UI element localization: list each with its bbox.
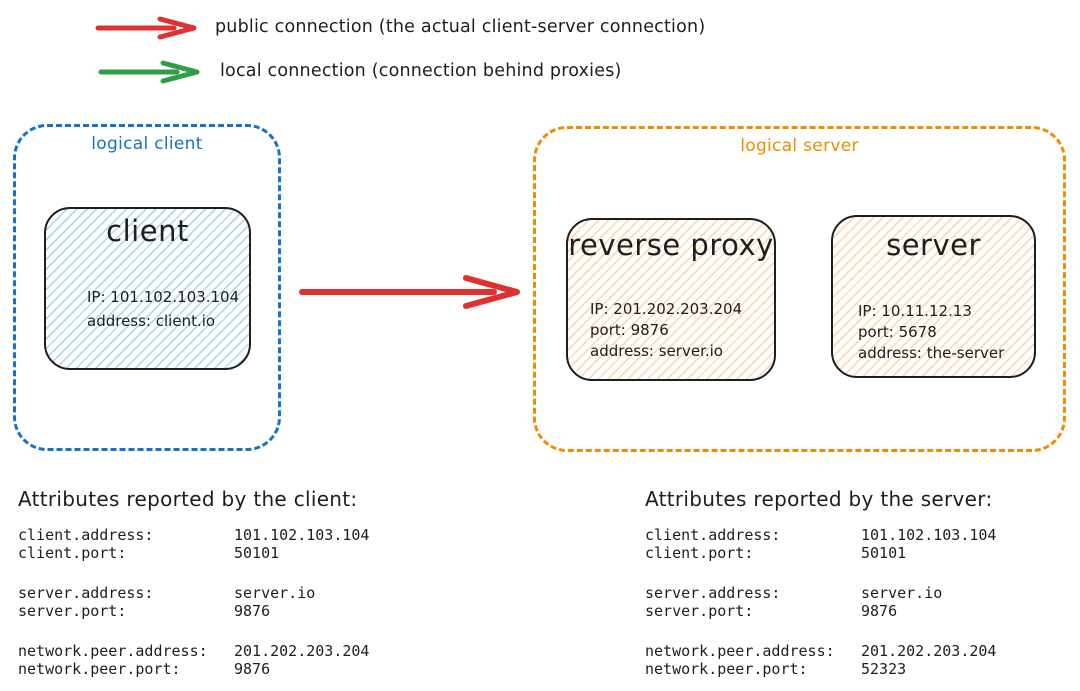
logical-server-label: logical server (740, 136, 859, 156)
client-node-address: address: client.io (87, 312, 216, 330)
client-node-ip: IP: 101.102.103.104 (87, 288, 240, 306)
attribute-value: 201.202.203.204 (861, 642, 997, 660)
client-attributes-group: client.address: 101.102.103.104 client.p… (18, 526, 369, 562)
attribute-key: server.address: (645, 584, 781, 602)
attribute-row: client.address: 101.102.103.104 (645, 526, 996, 544)
attribute-row: server.address: server.io (645, 584, 996, 602)
client-attributes-section: Attributes reported by the client: clien… (18, 486, 369, 691)
attribute-value: 50101 (234, 544, 280, 562)
attribute-row: network.peer.address: 201.202.203.204 (18, 642, 369, 660)
legend-local-connection-label: local connection (connection behind prox… (220, 61, 622, 81)
server-attributes-group: network.peer.address: 201.202.203.204 ne… (645, 642, 996, 678)
client-node: client IP: 101.102.103.104 address: clie… (44, 207, 251, 370)
reverse-proxy-node-title: reverse proxy (568, 228, 774, 262)
logical-client-group: logical client client IP: 101.102.103.10… (13, 124, 281, 451)
server-node-port: port: 5678 (858, 323, 937, 341)
attribute-row: client.address: 101.102.103.104 (18, 526, 369, 544)
attribute-key: server.address: (18, 584, 154, 602)
attribute-value: 52323 (861, 660, 907, 678)
attribute-row: client.port: 50101 (645, 544, 996, 562)
attribute-value: 9876 (861, 602, 898, 620)
logical-client-label: logical client (91, 134, 203, 154)
server-node-title: server (886, 228, 981, 262)
public-connection-arrow-icon (95, 16, 197, 40)
attribute-row: server.port: 9876 (645, 602, 996, 620)
attribute-key: network.peer.address: (645, 642, 835, 660)
reverse-proxy-node-address: address: server.io (590, 342, 723, 360)
attribute-value: server.io (234, 584, 316, 602)
attribute-value: 101.102.103.104 (861, 526, 997, 544)
attribute-row: server.address: server.io (18, 584, 369, 602)
attribute-row: network.peer.port: 52323 (645, 660, 996, 678)
client-node-title: client (106, 214, 189, 248)
attribute-value: 50101 (861, 544, 907, 562)
attribute-value: 101.102.103.104 (234, 526, 370, 544)
client-attributes-list: client.address: 101.102.103.104 client.p… (18, 526, 369, 678)
server-node-ip: IP: 10.11.12.13 (858, 302, 972, 320)
attribute-key: server.port: (645, 602, 754, 620)
server-attributes-group: server.address: server.io server.port: 9… (645, 584, 996, 620)
legend-public-connection-label: public connection (the actual client-ser… (215, 17, 706, 37)
attribute-key: client.address: (18, 526, 154, 544)
attribute-key: network.peer.port: (645, 660, 808, 678)
attribute-key: network.peer.address: (18, 642, 208, 660)
server-attributes-list: client.address: 101.102.103.104 client.p… (645, 526, 996, 678)
attribute-key: server.port: (18, 602, 127, 620)
attribute-row: client.port: 50101 (18, 544, 369, 562)
attribute-key: client.port: (645, 544, 754, 562)
attribute-value: server.io (861, 584, 943, 602)
server-node: server IP: 10.11.12.13 port: 5678 addres… (831, 215, 1036, 378)
attribute-key: network.peer.port: (18, 660, 181, 678)
attribute-key: client.port: (18, 544, 127, 562)
attribute-value: 9876 (234, 602, 271, 620)
server-node-address: address: the-server (858, 344, 1005, 362)
attribute-row: network.peer.port: 9876 (18, 660, 369, 678)
client-attributes-group: server.address: server.io server.port: 9… (18, 584, 369, 620)
local-connection-arrow-icon (98, 60, 200, 84)
reverse-proxy-node-port: port: 9876 (590, 321, 669, 339)
reverse-proxy-node-details: IP: 201.202.203.204 port: 9876 address: … (590, 299, 742, 362)
server-attributes-heading: Attributes reported by the server: (645, 487, 993, 511)
attribute-row: network.peer.address: 201.202.203.204 (645, 642, 996, 660)
attribute-value: 9876 (234, 660, 271, 678)
server-node-details: IP: 10.11.12.13 port: 5678 address: the-… (858, 301, 1004, 364)
client-attributes-heading: Attributes reported by the client: (18, 487, 358, 511)
attribute-value: 201.202.203.204 (234, 642, 370, 660)
client-to-server-arrow-icon (299, 275, 520, 309)
logical-server-group: logical server reverse proxy IP: 201.202… (533, 126, 1066, 452)
reverse-proxy-node: reverse proxy IP: 201.202.203.204 port: … (566, 218, 776, 381)
client-attributes-group: network.peer.address: 201.202.203.204 ne… (18, 642, 369, 678)
reverse-proxy-node-ip: IP: 201.202.203.204 (590, 300, 743, 318)
client-node-details: IP: 101.102.103.104 address: client.io (87, 285, 239, 333)
attribute-row: server.port: 9876 (18, 602, 369, 620)
server-attributes-section: Attributes reported by the server: clien… (645, 486, 996, 691)
attribute-key: client.address: (645, 526, 781, 544)
server-attributes-group: client.address: 101.102.103.104 client.p… (645, 526, 996, 562)
